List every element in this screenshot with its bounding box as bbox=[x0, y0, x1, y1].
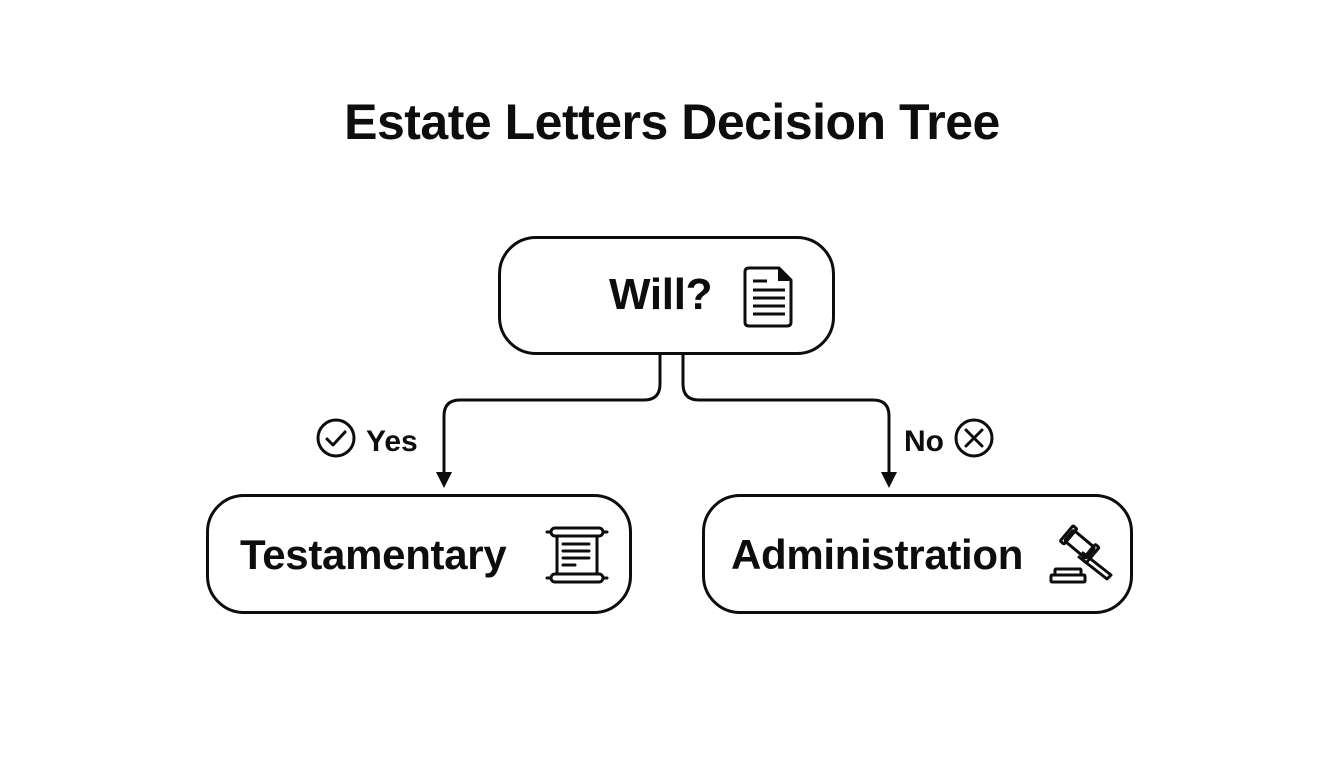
edge-label-yes: Yes bbox=[316, 418, 418, 466]
node-will-label: Will? bbox=[609, 270, 713, 319]
x-circle-icon bbox=[954, 418, 994, 466]
edge-no-line bbox=[681, 355, 891, 474]
edge-no-arrowhead bbox=[881, 472, 897, 488]
edge-yes-arrowhead bbox=[436, 472, 452, 488]
edge-label-no: No bbox=[904, 418, 994, 466]
document-icon bbox=[741, 264, 797, 335]
edge-yes-text: Yes bbox=[366, 425, 418, 458]
check-circle-icon bbox=[316, 418, 356, 466]
node-administration-label: Administration bbox=[731, 531, 1024, 578]
node-testamentary: Testamentary bbox=[206, 494, 632, 614]
gavel-icon bbox=[1049, 523, 1119, 590]
edge-yes-line bbox=[442, 355, 662, 474]
diagram-title: Estate Letters Decision Tree bbox=[344, 94, 1000, 150]
node-administration: Administration bbox=[702, 494, 1133, 614]
node-testamentary-label: Testamentary bbox=[240, 531, 507, 578]
scroll-icon bbox=[545, 525, 609, 590]
node-will-question: Will? bbox=[498, 236, 835, 355]
edge-no-text: No bbox=[904, 425, 944, 458]
